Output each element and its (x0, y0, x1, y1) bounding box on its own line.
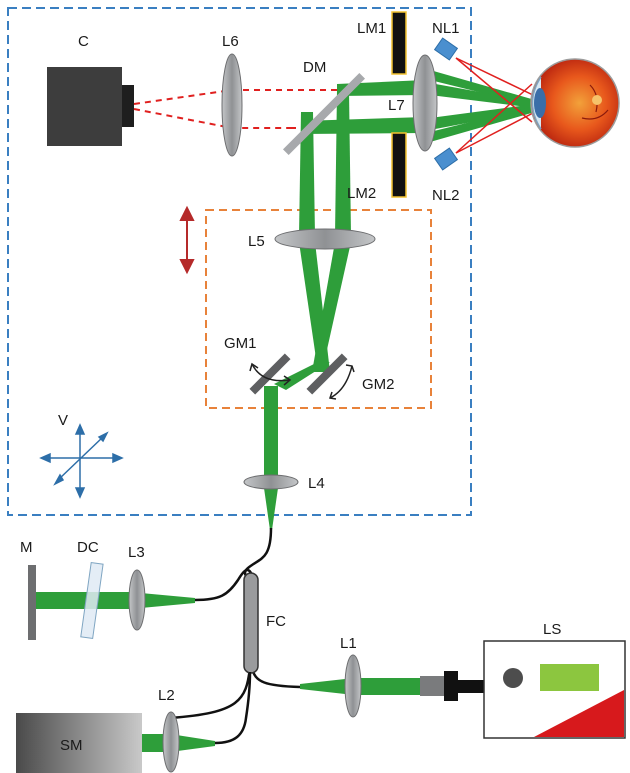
reference-mirror (28, 565, 36, 640)
eye (530, 58, 620, 148)
axis-label: V (58, 412, 68, 429)
camera: C (47, 33, 134, 146)
nir-led-1-label: NL1 (432, 20, 460, 37)
dichroic-mirror (282, 72, 366, 156)
lens-l3-label: L3 (128, 544, 145, 561)
nir-led-2-label: NL2 (432, 187, 460, 204)
probe-enclosure (7, 7, 472, 516)
lens-l1-label: L1 (340, 635, 357, 652)
spectrometer-label: SM (60, 737, 83, 754)
nir-illumination (455, 57, 536, 154)
fiber-coupler-label: FC (266, 613, 286, 630)
nir-led-1 (433, 37, 459, 61)
spectrometer (16, 713, 142, 773)
scan-beam (264, 242, 351, 530)
source-connector (420, 671, 484, 701)
lens-l5-label: L5 (248, 233, 265, 250)
lens-mask-1-label: LM1 (357, 20, 386, 37)
lens-l7-label: L7 (388, 97, 405, 114)
lens-l2 (162, 711, 180, 773)
reference-beam (36, 592, 195, 609)
galvo-mirror-2-label: GM2 (362, 376, 395, 393)
lens-l6 (221, 53, 243, 157)
dispersion-compensator-label: DC (77, 539, 99, 556)
lens-l1 (344, 654, 362, 718)
light-source-label: LS (543, 621, 561, 638)
detection-fiber (214, 671, 252, 745)
translation-arrow (179, 205, 195, 275)
lens-l3 (128, 569, 146, 631)
axis-symbol (39, 423, 124, 499)
dichroic-mirror-label: DM (303, 59, 326, 76)
light-source (483, 640, 626, 739)
camera-label: C (78, 33, 89, 50)
reference-mirror-label: M (20, 539, 33, 556)
source-beam (300, 678, 424, 695)
lens-mask-1 (391, 11, 407, 75)
dispersion-compensator (80, 561, 104, 640)
fiber-coupler (243, 572, 259, 674)
lens-l4-label: L4 (308, 475, 325, 492)
galvo-rotation-arrows (249, 362, 355, 400)
lens-l5 (274, 228, 376, 250)
galvo-mirror-1-label: GM1 (224, 335, 257, 352)
galvo-mirror-2 (306, 353, 348, 395)
lens-l2-label: L2 (158, 687, 175, 704)
scanner-stage-box (205, 209, 432, 409)
lens-l4 (243, 474, 299, 490)
galvo-mirror-1 (249, 353, 291, 395)
lens-l7 (412, 54, 438, 152)
lens-mask-2 (391, 132, 407, 198)
lens-l6-label: L6 (222, 33, 239, 50)
nir-led-2 (433, 147, 459, 171)
lens-mask-2-label: LM2 (347, 185, 376, 202)
